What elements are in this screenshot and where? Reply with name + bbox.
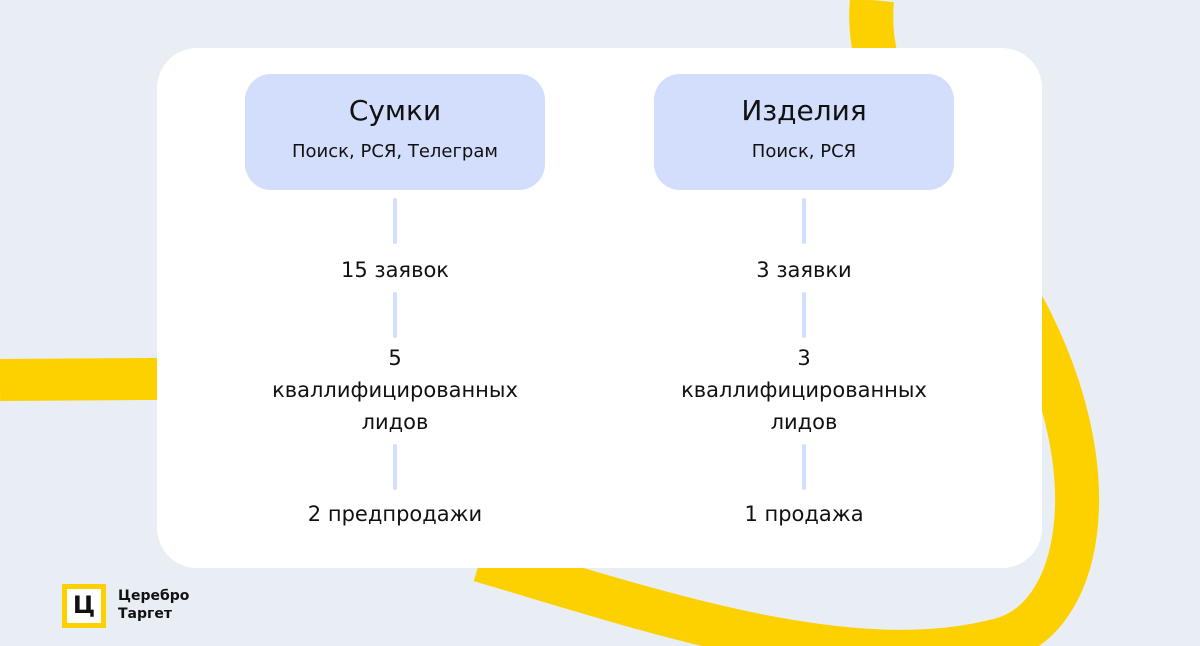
- logo-mark: Ц: [62, 584, 106, 628]
- qualified-label: кваллифицированных: [272, 378, 518, 402]
- column-title: Изделия: [741, 94, 867, 127]
- qualified-label2: лидов: [361, 410, 429, 434]
- connector: [802, 198, 806, 244]
- connector: [393, 292, 397, 338]
- connector: [802, 292, 806, 338]
- logo-text: Церебро Таргет: [118, 587, 189, 623]
- logo-line2: Таргет: [118, 606, 172, 622]
- connector: [393, 444, 397, 490]
- qualified-count: 5: [388, 346, 402, 370]
- qualified-label: кваллифицированных: [681, 378, 927, 402]
- result: 2 предпродажи: [307, 502, 483, 526]
- channels: Поиск, РСЯ, Телеграм: [292, 141, 498, 162]
- header-box: Изделия Поиск, РСЯ: [654, 74, 954, 190]
- connector: [393, 198, 397, 244]
- result: 1 продажа: [744, 502, 864, 526]
- column-title: Сумки: [348, 94, 442, 127]
- funnel-card: Сумки Поиск, РСЯ, Телеграм 15 заявок 5 к…: [157, 48, 1042, 568]
- column-bags: Сумки Поиск, РСЯ, Телеграм 15 заявок 5 к…: [245, 48, 545, 568]
- qualified-count: 3: [797, 346, 811, 370]
- channels: Поиск, РСЯ: [751, 141, 857, 162]
- header-box: Сумки Поиск, РСЯ, Телеграм: [245, 74, 545, 190]
- connector: [802, 444, 806, 490]
- logo-line1: Церебро: [118, 588, 190, 604]
- leads: 15 заявок: [341, 258, 449, 282]
- leads: 3 заявки: [756, 258, 852, 282]
- column-products: Изделия Поиск, РСЯ 3 заявки 3 кваллифици…: [654, 48, 954, 568]
- qualified-label2: лидов: [770, 410, 838, 434]
